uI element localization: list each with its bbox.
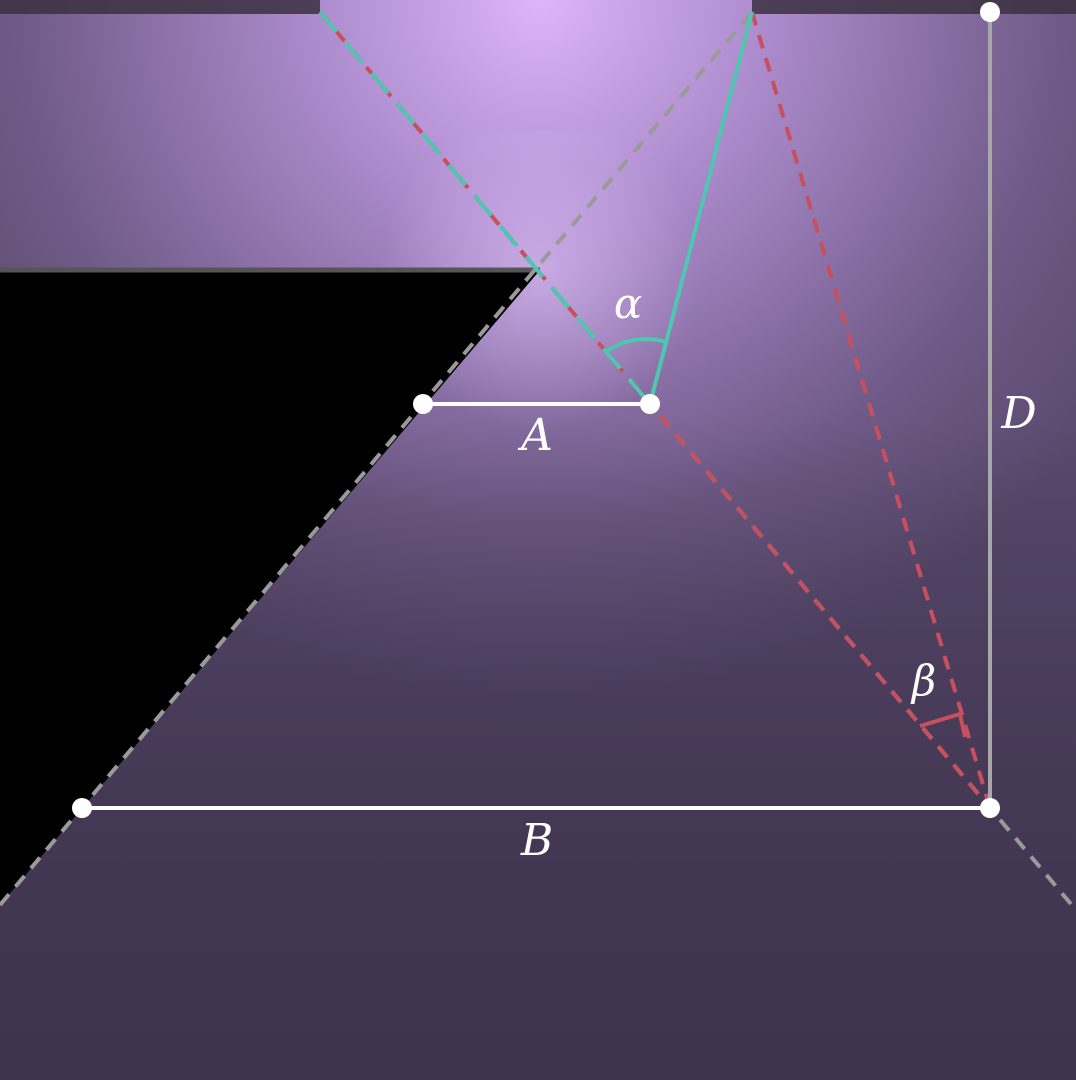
point-d-top <box>980 2 1000 22</box>
label-a: A <box>517 410 553 461</box>
point-a-right <box>640 394 660 414</box>
ceiling-left <box>0 0 320 14</box>
angle-beta-marker <box>919 711 967 738</box>
teal-solid-ray <box>648 11 754 405</box>
point-b-left <box>72 798 92 818</box>
point-a-left <box>413 394 433 414</box>
label-alpha: α <box>614 279 642 328</box>
ceiling-right <box>752 0 1076 14</box>
label-d: D <box>1000 388 1036 439</box>
black-wall <box>0 270 540 905</box>
grey-dashed-diagonal-left <box>0 10 754 907</box>
label-b: B <box>520 815 553 866</box>
label-beta: β <box>910 656 936 705</box>
angle-alpha-arc <box>604 337 667 354</box>
teal-dashed-ray <box>318 10 652 406</box>
red-dashed-ray-secondary <box>750 11 992 809</box>
point-b-right <box>980 798 1000 818</box>
